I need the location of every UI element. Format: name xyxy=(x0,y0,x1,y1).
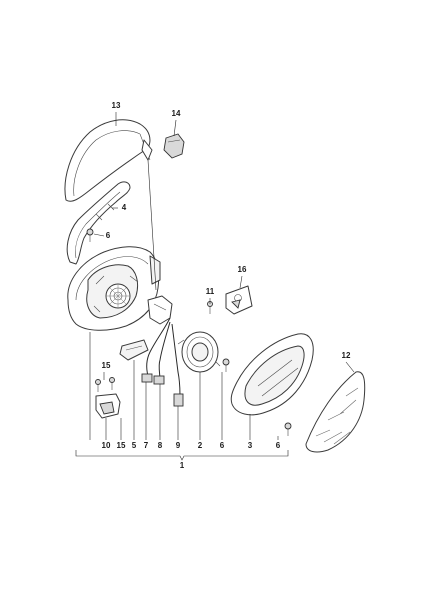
callout-14: 14 xyxy=(172,109,181,118)
callout-15-upper: 15 xyxy=(102,361,111,370)
callout-7: 7 xyxy=(144,441,149,450)
callout-11: 11 xyxy=(206,287,215,296)
part-4-trim-strip xyxy=(66,181,131,265)
part-12-mirror-glass xyxy=(305,371,366,453)
part-6-screw-upper xyxy=(86,228,94,242)
callout-16: 16 xyxy=(238,265,247,274)
callout-5: 5 xyxy=(132,441,137,450)
callout-13: 13 xyxy=(112,101,121,110)
callout-6-middle: 6 xyxy=(220,441,225,450)
part-13-housing-cap xyxy=(64,119,153,202)
callout-1-assembly: 1 xyxy=(180,461,185,470)
part-16-bracket xyxy=(225,285,253,315)
callout-8: 8 xyxy=(158,441,163,450)
callout-15-lower: 15 xyxy=(117,441,126,450)
wiring-harness xyxy=(141,317,184,407)
callout-6-upper: 6 xyxy=(106,231,111,240)
mirror-base-body xyxy=(67,246,173,331)
part-6-screw-lower xyxy=(284,422,292,436)
part-5-connector xyxy=(119,339,149,361)
part-14-clip xyxy=(163,133,185,159)
part-6-screw-middle xyxy=(222,358,230,372)
leader-lines xyxy=(75,112,355,461)
callout-4: 4 xyxy=(122,203,127,212)
part-10-clip-assembly xyxy=(95,377,121,419)
callout-6-lower: 6 xyxy=(276,441,281,450)
callout-12: 12 xyxy=(342,351,351,360)
callout-3: 3 xyxy=(248,441,253,450)
callout-9: 9 xyxy=(176,441,181,450)
callout-2: 2 xyxy=(198,441,203,450)
callout-10: 10 xyxy=(102,441,111,450)
part-2-actuator xyxy=(177,331,221,373)
part-3-glass-carrier xyxy=(230,333,314,416)
